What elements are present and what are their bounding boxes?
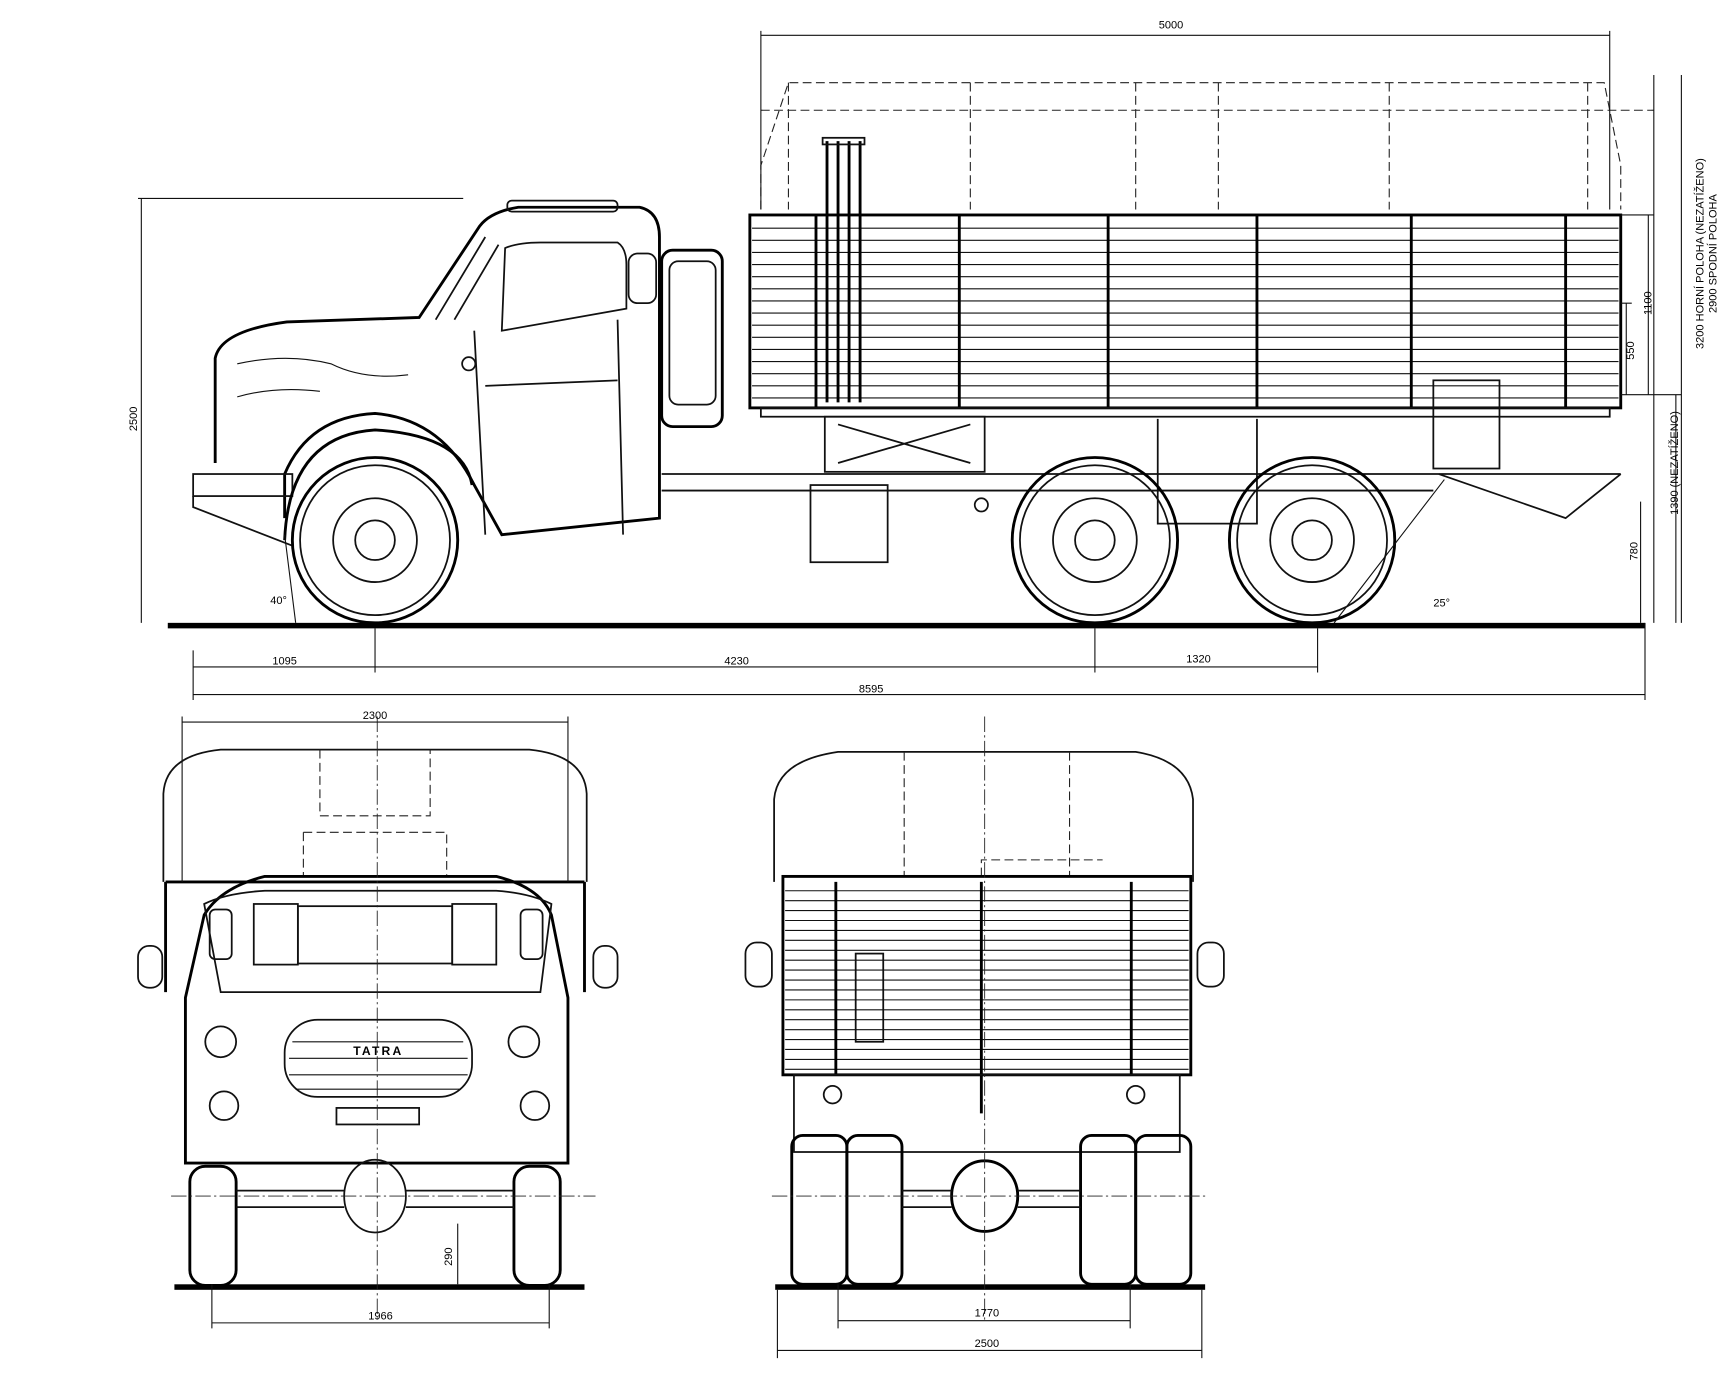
front-right-tire (512, 1164, 562, 1287)
dim-canopy-upper: 3200 HORNÍ POLOHA (NEZATÍŽENO) (1693, 158, 1706, 349)
front-canopy (162, 748, 588, 882)
dim-side-height: 1100 (1643, 291, 1655, 315)
front-view: TATRA 2300 290 1966 (137, 710, 619, 1329)
rear-tailgate (781, 874, 1193, 1077)
side-view: 40° 25° 5000 2500 1095 4230 1320 8595 11… (128, 20, 1720, 701)
cab (192, 199, 724, 537)
side-dimensions (138, 30, 1682, 701)
rear-right-mirror (1196, 941, 1225, 988)
dim-height: 2500 (128, 407, 140, 432)
rear-tire-inner-left (845, 1134, 904, 1286)
dim-platform-width: 2500 (975, 1338, 1000, 1350)
front-wheel (283, 428, 474, 625)
grille (283, 1018, 473, 1098)
exhaust-stack (821, 136, 866, 403)
dim-front-width: 2300 (363, 710, 388, 722)
approach-angle-label: 40° (270, 595, 287, 607)
dim-rear-track: 1770 (975, 1307, 1000, 1319)
left-mirror (137, 944, 164, 989)
rear-wheel-1 (1010, 456, 1180, 625)
dim-wheelbase: 4230 (724, 656, 749, 668)
chassis (192, 418, 1622, 564)
rear-canopy (773, 750, 1194, 882)
right-mirror (592, 944, 619, 989)
angle-lines (284, 479, 1445, 624)
dim-front-overhang: 1095 (272, 656, 297, 668)
dim-hitch-height: 780 (1628, 542, 1640, 560)
rear-wheel-2 (1227, 456, 1397, 625)
dim-cargo-length: 5000 (1159, 20, 1184, 32)
rear-view: 1770 2500 (744, 716, 1225, 1359)
rear-ground-line (775, 1284, 1206, 1290)
front-left-tire (188, 1164, 238, 1287)
cargo-bed (748, 213, 1623, 473)
dim-ground-clearance: 290 (443, 1248, 455, 1266)
dim-lower-side: 550 (1625, 341, 1637, 359)
dim-front-track: 1966 (368, 1311, 393, 1323)
front-cab (183, 874, 570, 1165)
departure-angle-label: 25° (1433, 597, 1450, 609)
rear-tire-outer-right (1134, 1134, 1193, 1286)
rear-tire-inner-right (1079, 1134, 1138, 1286)
dim-canopy-lower: 2900 SPODNÍ POLOHA (1707, 194, 1720, 313)
front-ground-line (174, 1284, 585, 1290)
rear-tire-outer-left (790, 1134, 849, 1286)
rear-left-mirror (744, 941, 773, 988)
canopy-frame (760, 82, 1654, 210)
dim-platform-height: 1390 (NEZATÍŽENO) (1668, 411, 1681, 515)
side-ground-line (167, 622, 1645, 629)
grille-logo: TATRA (353, 1044, 403, 1058)
dim-bogie-spacing: 1320 (1186, 654, 1211, 666)
dim-overall-length: 8595 (859, 683, 884, 695)
